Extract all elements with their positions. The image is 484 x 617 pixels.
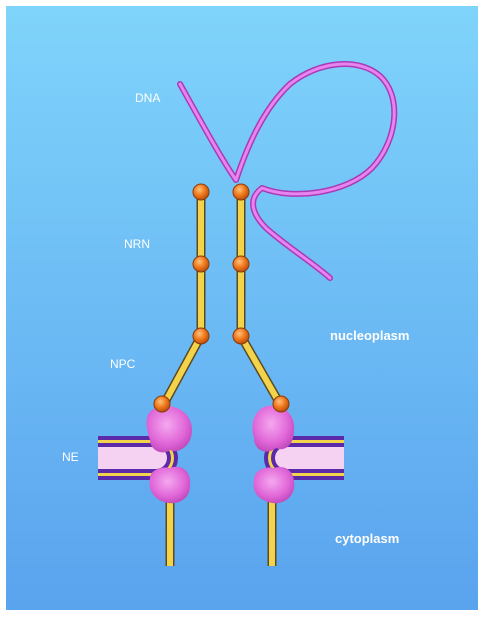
bead <box>232 183 250 201</box>
pore-complex-left <box>146 406 192 504</box>
label-nucleoplasm: nucleoplasm <box>330 328 409 343</box>
bead <box>192 183 210 201</box>
bead <box>272 395 290 413</box>
label-ne: NE <box>62 450 79 464</box>
bead <box>232 255 250 273</box>
bead-group <box>153 183 290 413</box>
bead <box>232 327 250 345</box>
bead <box>192 327 210 345</box>
dna-strand-highlight <box>178 62 396 280</box>
pore-complex-right <box>252 405 295 504</box>
label-cytoplasm: cytoplasm <box>335 531 399 546</box>
bead <box>153 395 171 413</box>
label-nrn: NRN <box>124 237 150 251</box>
label-npc: NPC <box>110 357 136 371</box>
label-dna: DNA <box>135 91 160 105</box>
bead <box>192 255 210 273</box>
